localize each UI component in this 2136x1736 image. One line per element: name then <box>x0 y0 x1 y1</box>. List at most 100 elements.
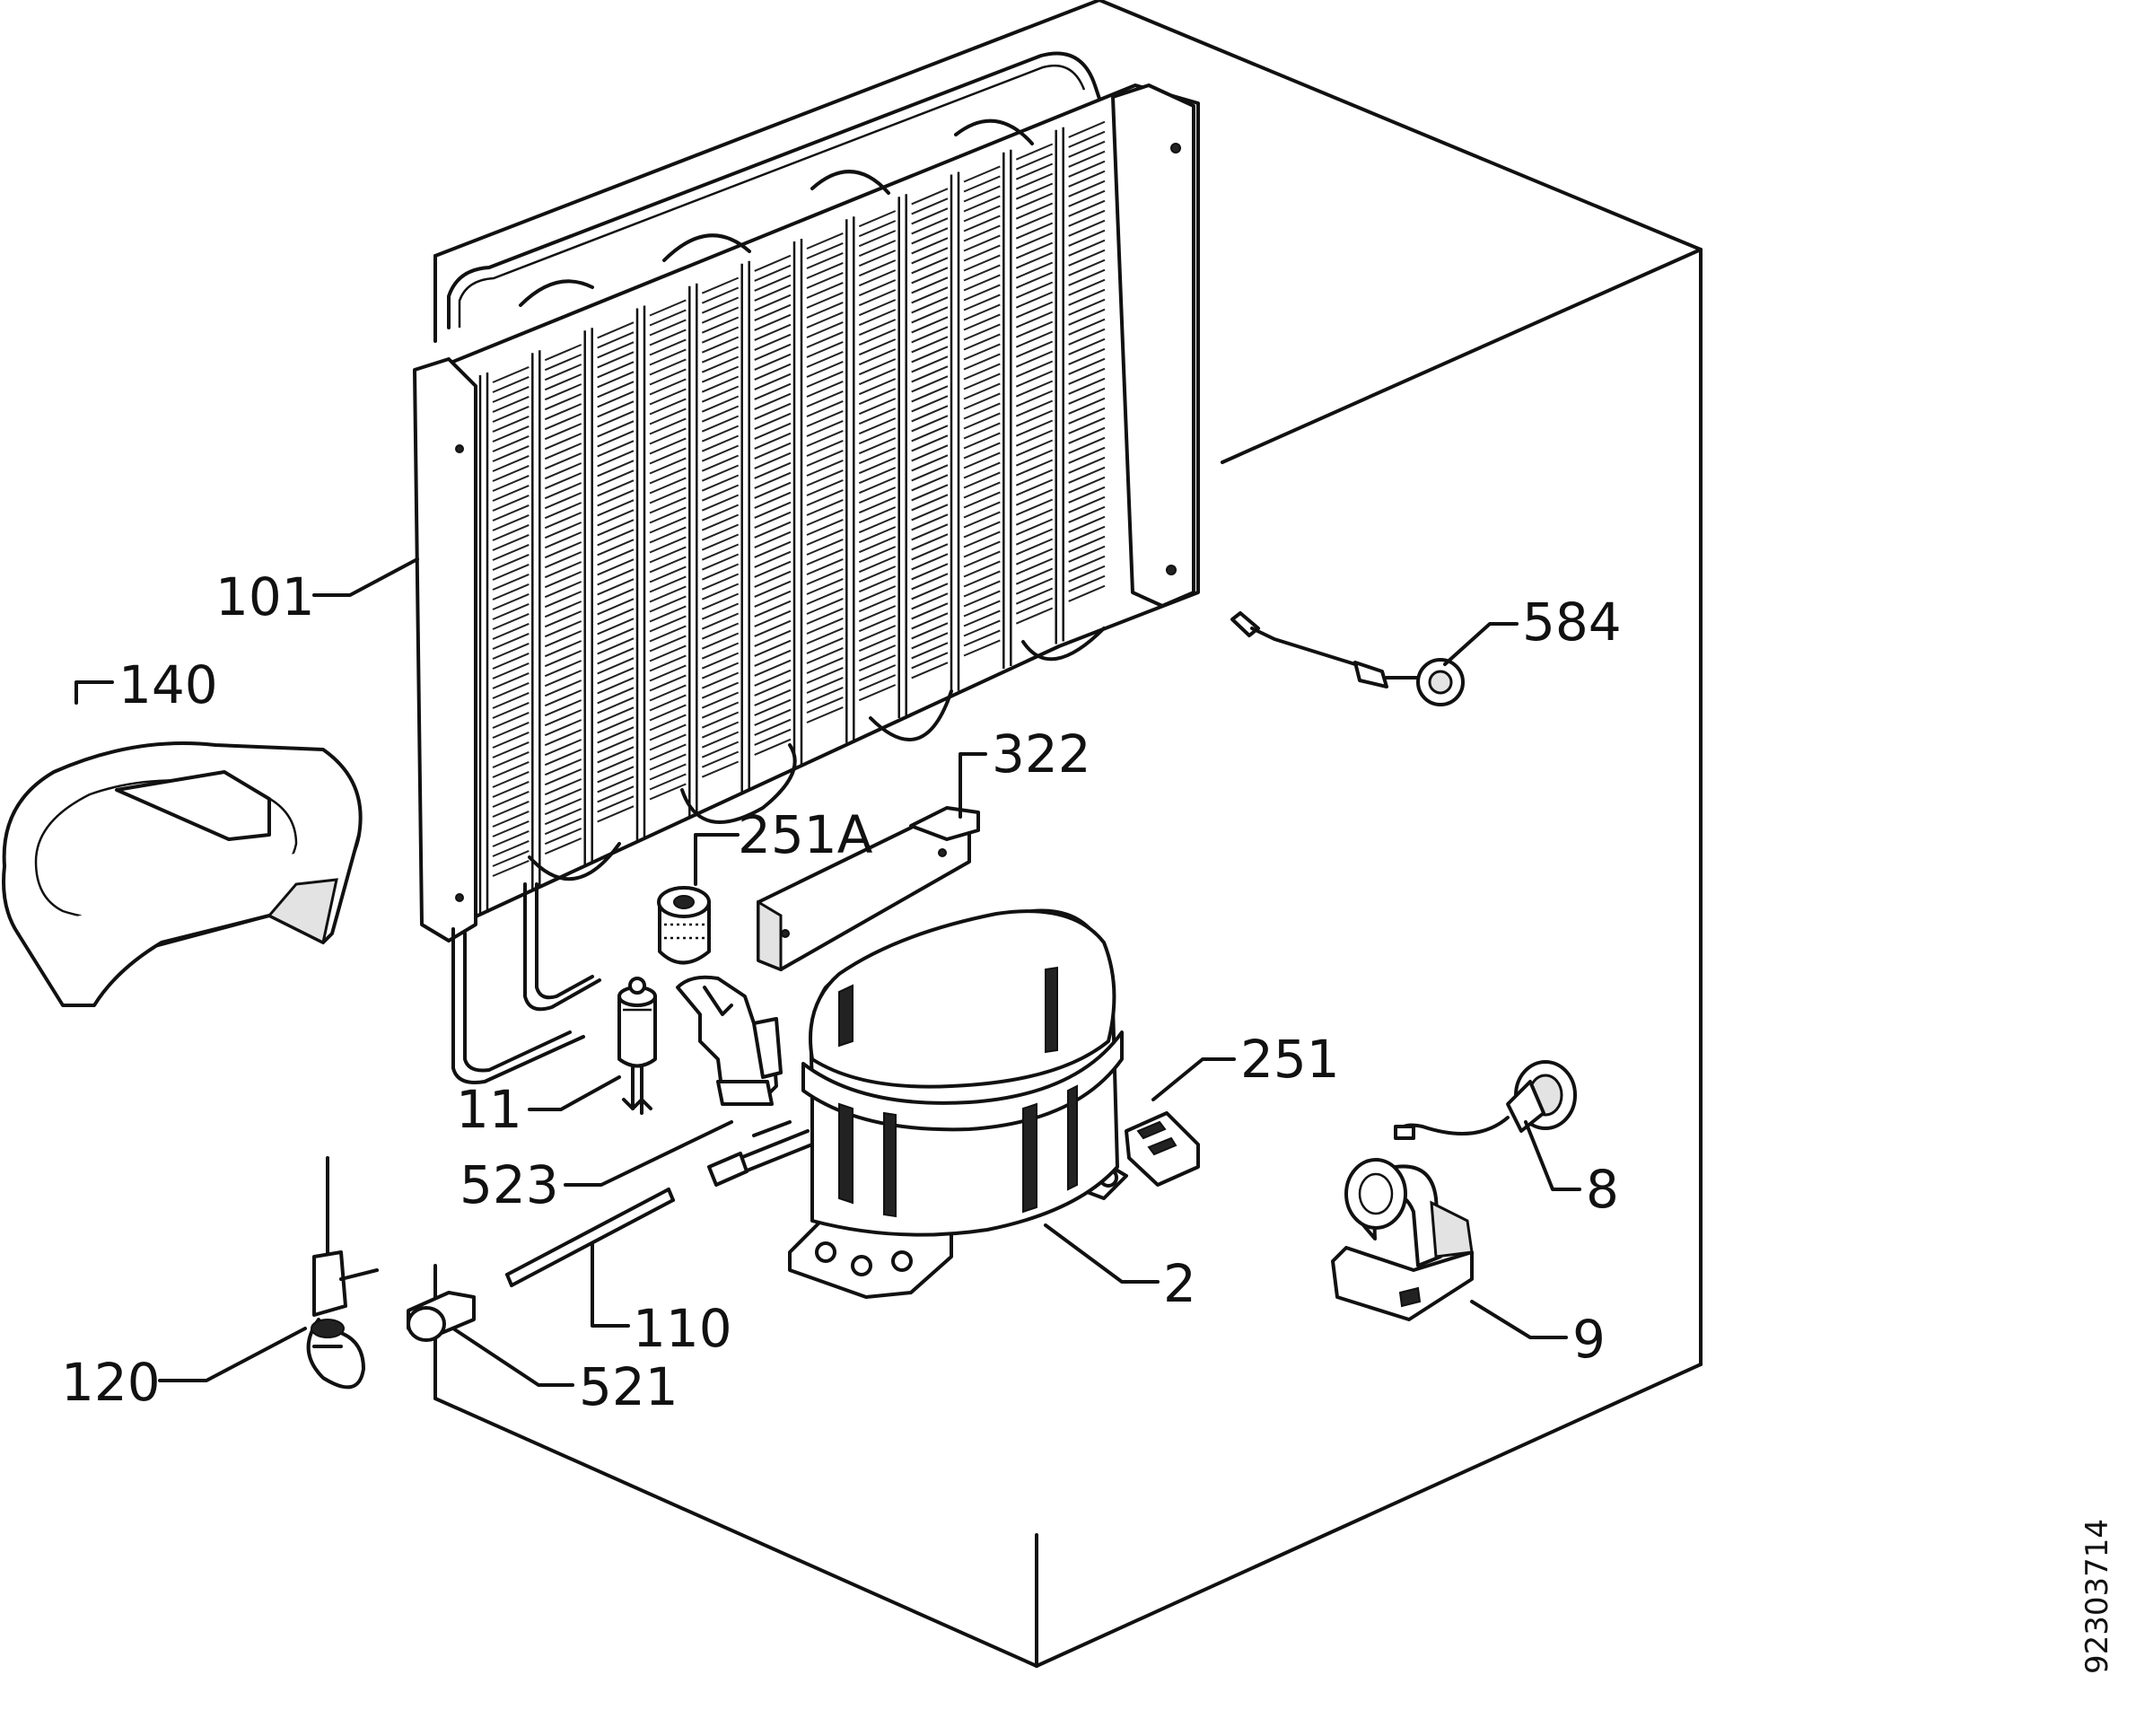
label-523: 523 <box>460 1154 559 1215</box>
condenser-fin <box>649 743 687 761</box>
condenser-fin <box>858 546 897 564</box>
condenser-fin <box>963 580 1001 598</box>
condenser-fin <box>1015 459 1054 477</box>
overload-protector-8 <box>1394 1060 1577 1140</box>
condenser-fin <box>1015 281 1054 299</box>
condenser-fin <box>1068 377 1106 395</box>
condenser-fin <box>1068 446 1106 464</box>
condenser-fin <box>649 566 687 583</box>
condenser-fin <box>858 506 897 524</box>
condenser-fin <box>492 829 530 847</box>
condenser-fin <box>963 392 1001 410</box>
condenser-fin <box>649 773 687 791</box>
condenser-fin <box>544 739 582 757</box>
condenser-fin <box>911 592 949 610</box>
condenser-fin <box>1015 557 1054 575</box>
condenser-fin <box>701 286 740 304</box>
condenser-fin <box>858 319 897 337</box>
condenser-fin <box>492 484 530 502</box>
condenser-fin <box>649 595 687 613</box>
condenser-fin <box>701 494 740 512</box>
condenser-fin <box>701 592 740 610</box>
condenser-fin <box>597 697 635 715</box>
condenser-fin <box>1068 515 1106 533</box>
condenser-fin <box>597 460 635 478</box>
condenser-fin <box>597 578 635 596</box>
condenser-fin <box>754 264 792 282</box>
condenser-fin <box>649 684 687 702</box>
condenser-fin <box>1015 162 1054 180</box>
condenser-fin <box>963 303 1001 321</box>
condenser-fin <box>1015 419 1054 437</box>
thermostat-120 <box>306 1156 379 1390</box>
condenser-fin <box>911 326 949 344</box>
condenser-fin <box>911 257 949 275</box>
condenser-fin <box>963 195 1001 213</box>
condenser-fin <box>1068 505 1106 523</box>
condenser-fin <box>963 412 1001 430</box>
condenser-fin <box>544 650 582 668</box>
condenser-fin <box>1068 140 1106 158</box>
condenser-fin <box>492 464 530 482</box>
condenser-fin <box>492 405 530 423</box>
condenser-fin <box>649 506 687 524</box>
condenser-fin <box>544 630 582 648</box>
condenser-fin <box>597 756 635 774</box>
condenser-fin <box>806 548 844 566</box>
condenser-fin <box>1015 192 1054 210</box>
condenser-fin <box>1015 330 1054 348</box>
condenser-fin <box>911 543 949 561</box>
condenser-fin <box>754 580 792 598</box>
condenser-fin <box>492 553 530 571</box>
condenser-fin <box>649 447 687 465</box>
condenser-fin <box>963 560 1001 578</box>
condenser-fin <box>911 405 949 423</box>
condenser-rib <box>1055 127 1064 644</box>
condenser-fin <box>597 499 635 517</box>
condenser-fin <box>963 234 1001 252</box>
condenser-fin <box>1015 222 1054 240</box>
condenser-fin <box>544 798 582 816</box>
condenser-fin <box>701 721 740 739</box>
condenser-fin <box>1068 308 1106 326</box>
condenser-fin <box>649 329 687 346</box>
condenser-fin <box>492 632 530 650</box>
condenser-fin <box>858 516 897 534</box>
condenser-fin <box>858 625 897 643</box>
condenser-fin <box>858 388 897 406</box>
condenser-fin <box>911 464 949 482</box>
condenser-fin <box>701 464 740 482</box>
condenser-fin <box>1015 350 1054 368</box>
condenser-fin <box>911 365 949 383</box>
condenser-fin <box>649 398 687 416</box>
condenser-fin <box>806 498 844 516</box>
condenser-fin <box>858 378 897 396</box>
condenser-fin <box>649 299 687 317</box>
condenser-fin <box>858 427 897 445</box>
condenser-fin <box>1015 597 1054 615</box>
condenser-fin <box>858 358 897 376</box>
condenser-fin <box>911 336 949 354</box>
condenser-fin <box>858 664 897 682</box>
condenser-fin <box>701 701 740 719</box>
condenser-fin <box>492 602 530 620</box>
condenser-fin <box>492 444 530 462</box>
condenser-fin <box>649 496 687 514</box>
condenser-fin <box>544 719 582 737</box>
condenser-fin <box>963 540 1001 558</box>
condenser-fin <box>806 429 844 447</box>
grommet-251A <box>657 886 711 965</box>
condenser-fin <box>544 512 582 530</box>
condenser-fin <box>1015 241 1054 259</box>
condenser-fin <box>701 760 740 778</box>
condenser-fin <box>544 393 582 411</box>
condenser-fin <box>963 294 1001 311</box>
condenser-fin <box>806 557 844 575</box>
condenser-fin <box>649 536 687 554</box>
condenser-fin <box>806 330 844 348</box>
condenser-fin <box>1068 180 1106 197</box>
condenser-fin <box>963 501 1001 519</box>
condenser-fin <box>806 291 844 309</box>
relay-251 <box>1125 1111 1200 1187</box>
condenser-fin <box>911 563 949 581</box>
